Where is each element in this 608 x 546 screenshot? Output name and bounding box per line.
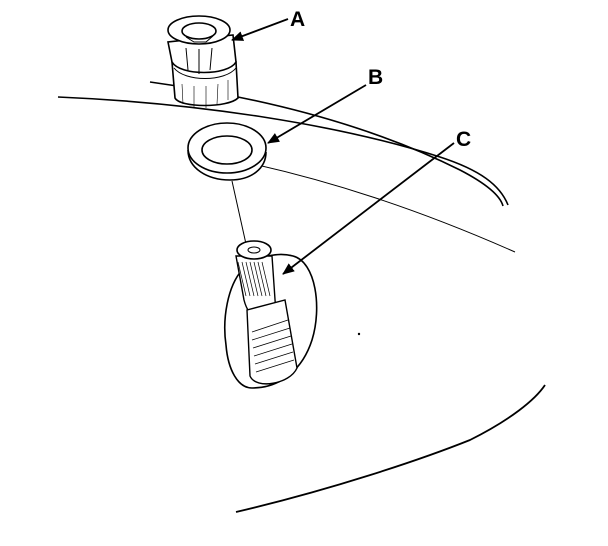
lug-nut-body — [171, 61, 239, 107]
lug-nut-hex-inner — [185, 35, 214, 43]
leader-b — [267, 84, 367, 144]
lug-nut-socket — [181, 22, 217, 40]
wheel-stud — [223, 240, 318, 389]
lug-nut — [167, 15, 239, 108]
panel-edge-outer — [57, 96, 509, 206]
lug-nut-chamfer — [173, 67, 237, 79]
lug-nut-knurl — [181, 80, 229, 108]
callout-c-label: C — [456, 128, 471, 151]
panel-mark-dot — [357, 332, 361, 336]
guide-line — [231, 180, 247, 245]
leader-a — [231, 18, 289, 41]
panel-edge-lower — [235, 384, 546, 513]
stud-base-ridges — [251, 319, 295, 373]
stud-tip-recess — [247, 246, 261, 254]
washer-hole — [201, 135, 253, 165]
leader-c — [282, 142, 455, 275]
callout-b-label: B — [368, 66, 383, 89]
callout-a-label: A — [290, 8, 305, 31]
panel-edge-inner — [234, 159, 516, 253]
lug-nut-hex-edges — [185, 47, 213, 74]
lug-nut-shoulder — [167, 34, 237, 74]
stud-thread-left — [237, 261, 271, 297]
washer — [187, 122, 267, 181]
leader-lines — [231, 18, 455, 275]
